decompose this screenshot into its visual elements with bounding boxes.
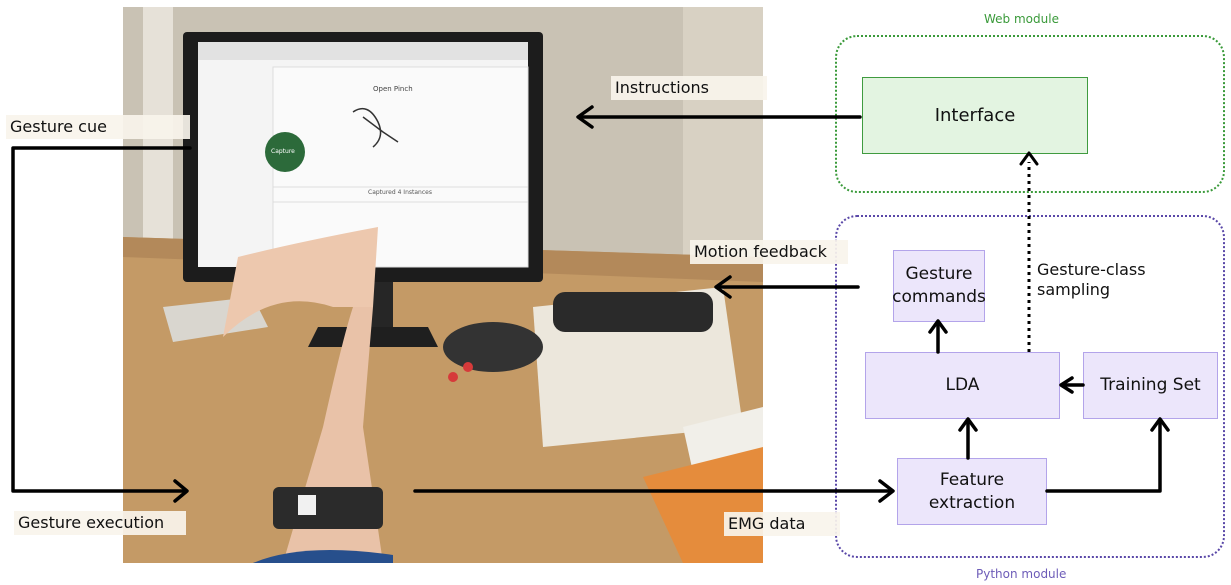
gesture-commands-box: Gesture commands: [892, 250, 986, 322]
gesture-class-sampling-label: Gesture-class sampling: [1037, 260, 1146, 299]
training-set-box: Training Set: [1083, 352, 1218, 419]
instructions-label: Instructions: [611, 76, 767, 100]
experiment-photo: Open Pinch Capture Captured 4 Instances: [123, 7, 763, 563]
gesture-execution-label: Gesture execution: [14, 511, 186, 535]
motion-feedback-label: Motion feedback: [690, 240, 848, 264]
feature-extraction-box: Feature extraction: [897, 458, 1047, 525]
python-module-title: Python module: [976, 567, 1067, 581]
web-module-title: Web module: [984, 12, 1059, 26]
feature-to-training-arrow: [1045, 419, 1162, 493]
gesture-cue-label: Gesture cue: [6, 115, 190, 139]
screen-status: Captured 4 Instances: [368, 189, 432, 196]
screen-capture-button: Capture: [271, 148, 295, 155]
lda-box: LDA: [865, 352, 1060, 419]
gesture-cue-arrow: [11, 146, 192, 493]
interface-box: Interface: [862, 77, 1088, 154]
web-module-container: [835, 35, 1225, 193]
emg-data-label: EMG data: [724, 512, 840, 536]
screen-title: Open Pinch: [373, 85, 413, 93]
